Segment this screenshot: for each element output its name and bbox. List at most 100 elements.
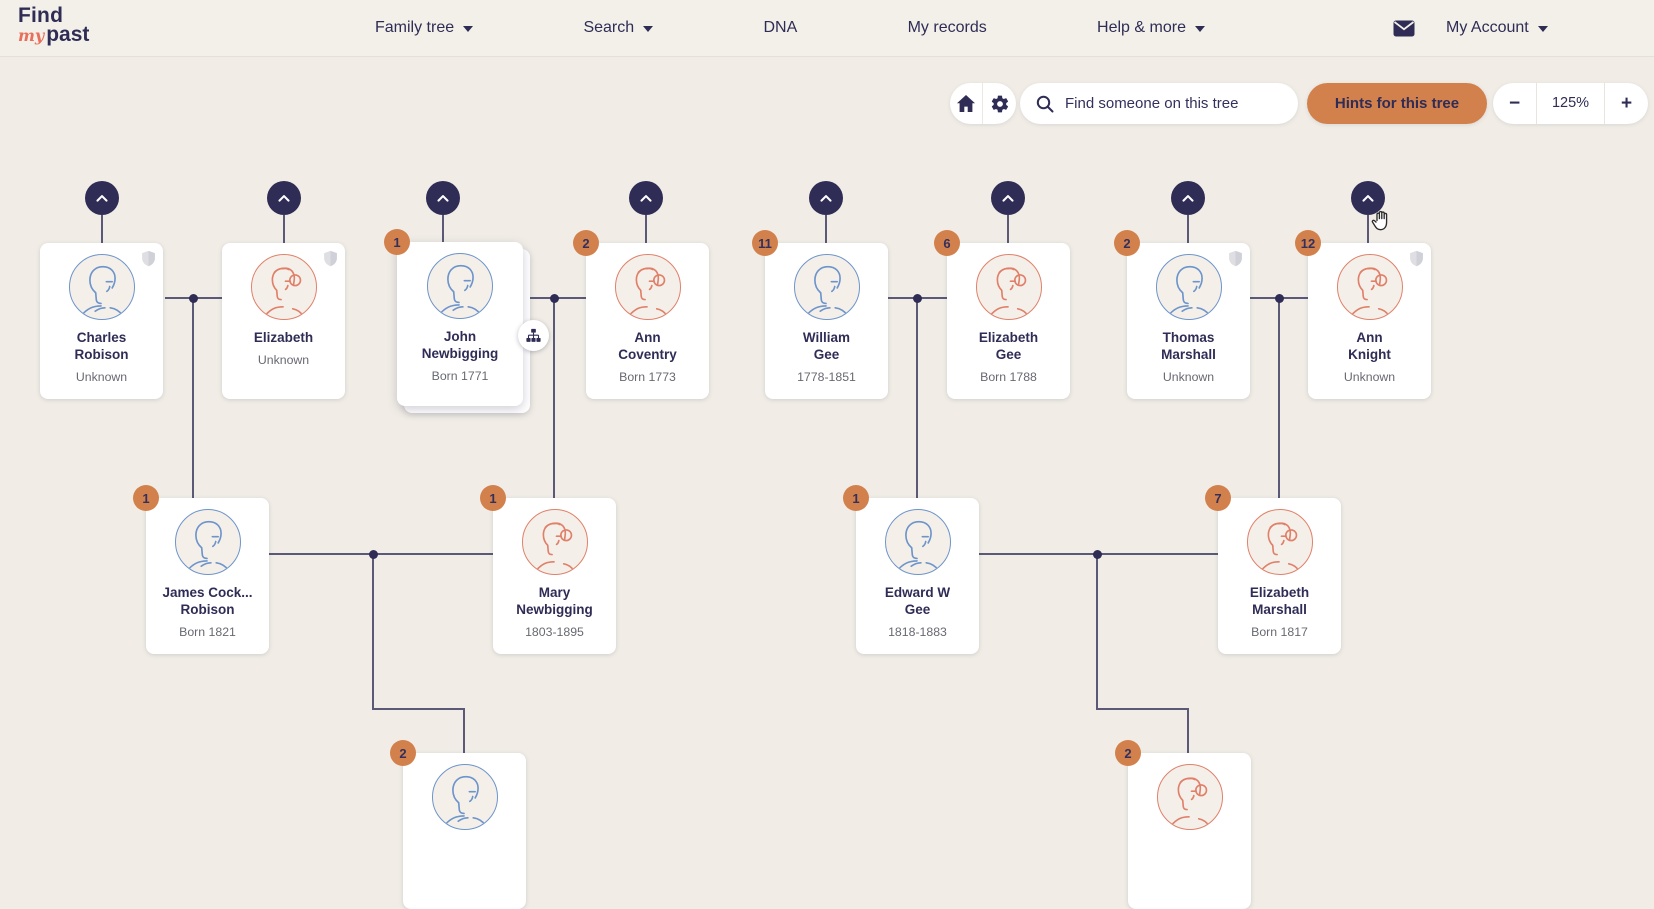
nav-item-help-more[interactable]: Help & more [1097, 19, 1205, 37]
person-card-elizabeth[interactable]: Elizabeth Unknown [222, 243, 345, 399]
nav-item-dna[interactable]: DNA [763, 19, 797, 37]
connector-line [1096, 554, 1098, 710]
nav-item-search[interactable]: Search [583, 19, 654, 37]
settings-button[interactable] [983, 83, 1016, 124]
expand-ancestors-button[interactable] [629, 181, 663, 215]
avatar [174, 509, 241, 575]
avatar [975, 254, 1042, 320]
chevron-up-icon [1357, 187, 1379, 209]
nav-label: Family tree [375, 19, 455, 36]
chevron-up-icon [91, 187, 113, 209]
expand-ancestors-button[interactable] [991, 181, 1025, 215]
findmypast-logo[interactable]: Find mypast [18, 4, 90, 46]
person-card[interactable]: 2 [1115, 740, 1251, 909]
avatar [68, 254, 135, 320]
avatar [431, 764, 498, 830]
messages-button[interactable] [1391, 16, 1417, 40]
view-family-button[interactable] [518, 320, 549, 351]
expand-ancestors-button[interactable] [809, 181, 843, 215]
avatar [1246, 509, 1313, 575]
hint-badge[interactable]: 12 [1295, 230, 1321, 256]
zoom-out-button[interactable]: − [1493, 83, 1536, 124]
top-nav-bar: Find mypast Family tree Search DNA My recor… [0, 0, 1654, 57]
expand-ancestors-button[interactable] [426, 181, 460, 215]
nav-item-family-tree[interactable]: Family tree [375, 19, 474, 37]
search-icon [1036, 95, 1054, 113]
home-button[interactable] [950, 83, 983, 124]
connector-line [372, 708, 465, 710]
connector-line [463, 708, 465, 753]
person-card[interactable]: 2 [390, 740, 526, 909]
hint-badge[interactable]: 2 [1114, 230, 1140, 256]
connector-line [1187, 708, 1189, 753]
search-input[interactable] [1063, 94, 1277, 113]
tree-tools-pill [950, 83, 1016, 124]
connector-line [825, 215, 827, 243]
union-dot [189, 294, 198, 303]
privacy-shield-icon [1228, 250, 1243, 272]
nav-item-my-account[interactable]: My Account [1446, 19, 1548, 37]
person-detail: Unknown [75, 370, 128, 384]
hint-badge[interactable]: 11 [752, 230, 778, 256]
logo-find: Find [18, 4, 64, 27]
avatar [427, 253, 493, 319]
person-detail: 1778-1851 [797, 370, 856, 384]
avatar [1155, 254, 1222, 320]
nav-label: DNA [763, 19, 798, 36]
hints-button[interactable]: Hints for this tree [1307, 83, 1487, 124]
zoom-in-button[interactable]: + [1605, 83, 1648, 124]
hint-badge[interactable]: 1 [384, 229, 410, 255]
person-card-james-cock-robison[interactable]: 1 James Cock...Robison Born 1821 [133, 485, 269, 654]
hint-badge[interactable]: 1 [480, 485, 506, 511]
logo-past: past [46, 23, 90, 46]
connector-line [372, 554, 374, 710]
person-detail: Born 1773 [619, 370, 676, 384]
person-name: Elizabeth [253, 330, 314, 345]
expand-ancestors-button[interactable] [85, 181, 119, 215]
connector-line [442, 215, 444, 243]
chevron-up-icon [635, 187, 657, 209]
hint-badge[interactable]: 2 [390, 740, 416, 766]
privacy-shield-icon [141, 250, 156, 272]
hint-badge[interactable]: 1 [133, 485, 159, 511]
person-detail: Unknown [1162, 370, 1215, 384]
connector-line [916, 298, 918, 498]
chevron-up-icon [1177, 187, 1199, 209]
expand-ancestors-button[interactable] [1171, 181, 1205, 215]
chevron-up-icon [997, 187, 1019, 209]
avatar [250, 254, 317, 320]
nav-item-my-records[interactable]: My records [908, 19, 987, 37]
chevron-down-icon [1194, 26, 1205, 32]
union-dot [1093, 550, 1102, 559]
hint-badge[interactable]: 7 [1205, 485, 1231, 511]
hint-badge[interactable]: 1 [843, 485, 869, 511]
chevron-up-icon [273, 187, 295, 209]
avatar [793, 254, 860, 320]
hint-badge[interactable]: 2 [573, 230, 599, 256]
hint-badge[interactable]: 6 [934, 230, 960, 256]
nav-label: Search [583, 19, 635, 36]
person-detail: Unknown [1343, 370, 1396, 384]
union-dot [369, 550, 378, 559]
privacy-shield-icon [323, 250, 338, 272]
person-name: James Cock...Robison [162, 585, 253, 617]
expand-ancestors-button[interactable] [1351, 181, 1385, 215]
hint-badge[interactable]: 2 [1115, 740, 1141, 766]
connector-line [1187, 215, 1189, 243]
person-detail: Born 1771 [431, 369, 489, 383]
expand-ancestors-button[interactable] [267, 181, 301, 215]
